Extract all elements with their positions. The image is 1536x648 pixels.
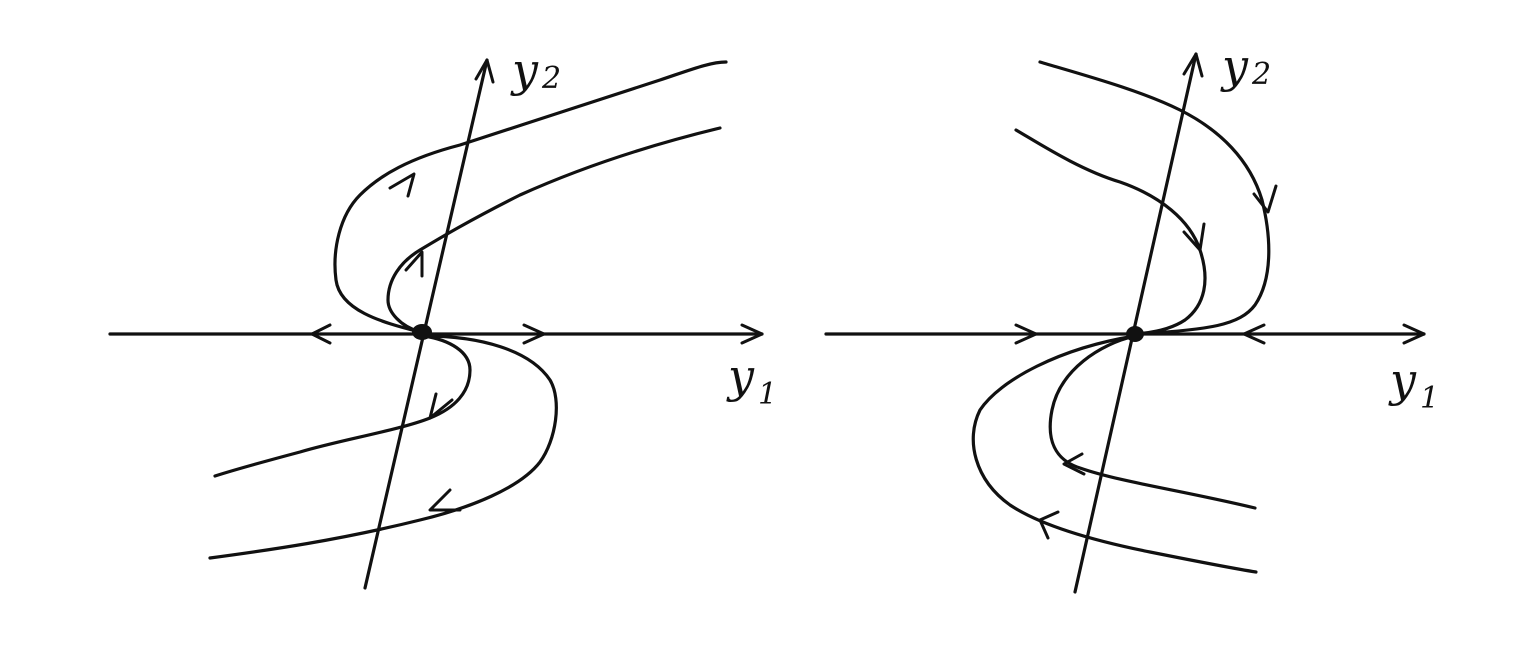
left-y2-label-var: y bbox=[510, 43, 539, 97]
left-trajectory-lower-inner-arrow bbox=[428, 392, 454, 420]
left-y1-axis-arrowhead bbox=[740, 323, 764, 345]
right-trajectory-upper-inner-arrow bbox=[1182, 222, 1206, 252]
right-trajectory-lower-inner bbox=[1048, 334, 1257, 510]
right-y2-label-var: y bbox=[1220, 39, 1249, 93]
right-y1-label-var: y bbox=[1388, 353, 1417, 407]
left-trajectory-lower-outer-arrow bbox=[428, 488, 462, 512]
left-trajectory-lower-inner bbox=[213, 334, 472, 478]
right-trajectory-upper-outer bbox=[1038, 60, 1271, 336]
right-y2-label-sub: 2 bbox=[1251, 57, 1271, 92]
left-trajectory-upper-outer bbox=[333, 60, 728, 334]
right-y1-axis-arrowhead bbox=[1402, 323, 1426, 345]
left-y1-right-arrow bbox=[522, 323, 546, 345]
left-y1-label-var: y bbox=[726, 349, 755, 403]
left-y1-label-sub: 1 bbox=[758, 377, 777, 412]
left-trajectory-upper-outer-arrow bbox=[388, 172, 416, 198]
left-y1-left-arrow bbox=[310, 323, 332, 345]
right-trajectory-upper-inner bbox=[1014, 128, 1207, 336]
left-phase-portrait: y 2 y 1 bbox=[108, 43, 777, 590]
right-trajectory-lower-inner-arrow bbox=[1062, 452, 1086, 476]
right-equilibrium-point bbox=[1126, 326, 1144, 342]
right-y1-label-sub: 1 bbox=[1420, 381, 1439, 416]
right-trajectory-lower-outer-arrow bbox=[1038, 510, 1060, 540]
right-trajectory-upper-outer-arrow bbox=[1252, 184, 1278, 214]
right-y1-right-arrow bbox=[1242, 323, 1266, 345]
left-trajectory-upper-inner-arrow bbox=[404, 250, 424, 278]
left-y2-axis bbox=[363, 58, 489, 590]
right-phase-portrait: y 2 y 1 bbox=[824, 39, 1439, 594]
right-y2-axis bbox=[1073, 52, 1198, 594]
left-y2-axis-arrowhead bbox=[474, 58, 495, 84]
right-y2-axis-arrowhead bbox=[1182, 52, 1204, 78]
right-trajectory-lower-outer bbox=[971, 334, 1258, 574]
left-y2-label-sub: 2 bbox=[541, 61, 561, 96]
left-equilibrium-point bbox=[412, 324, 432, 340]
left-trajectory-lower-outer bbox=[208, 334, 558, 560]
left-trajectory-upper-inner bbox=[386, 126, 722, 334]
right-y1-left-arrow bbox=[1014, 323, 1038, 345]
